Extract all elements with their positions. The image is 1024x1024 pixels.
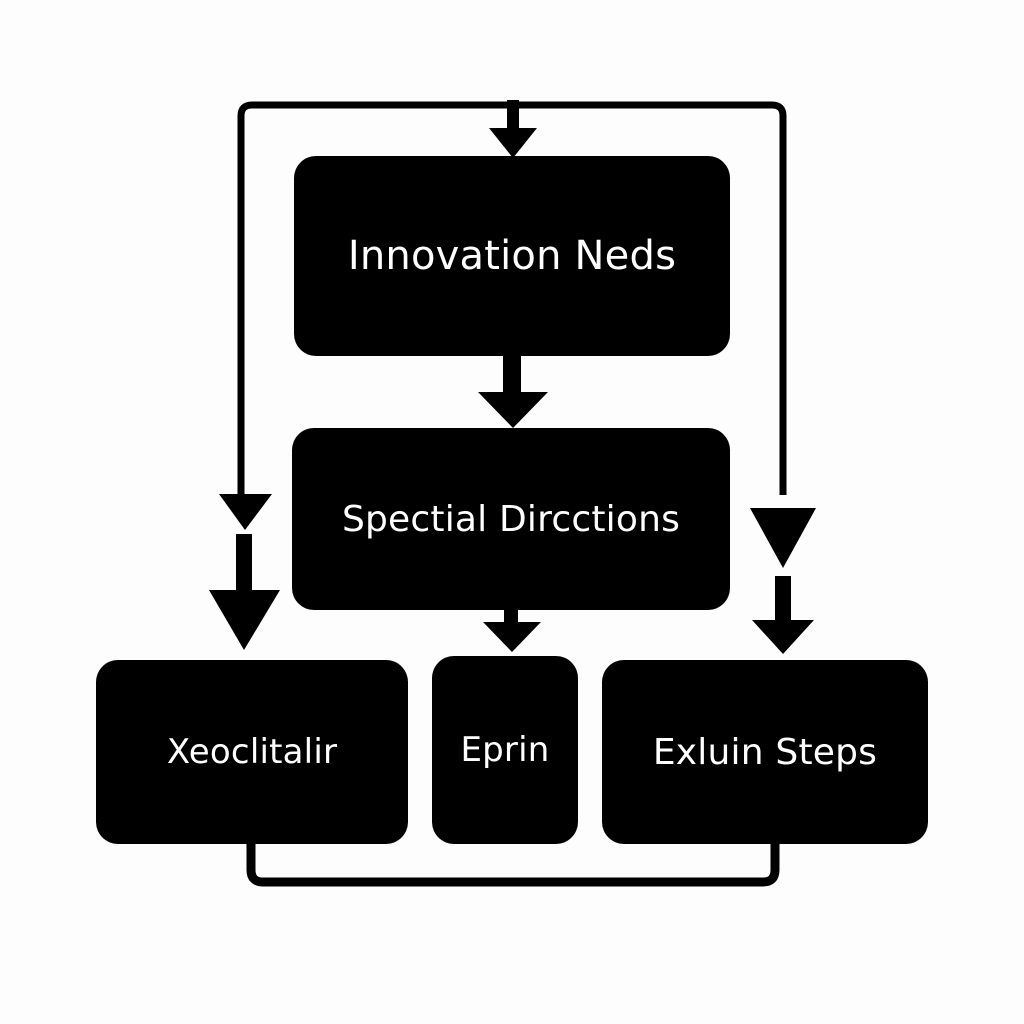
arrow-head-innovation-special: [478, 392, 548, 428]
node-innovation-neds: Innovation Neds: [294, 156, 730, 356]
bottom-connector: [246, 840, 780, 887]
node-xeoclitalir: Xeoclitalir: [96, 660, 408, 844]
arrow-head-left-upper: [219, 494, 272, 530]
arrow-shaft-left: [236, 534, 252, 594]
arrow-head-left-lower: [209, 590, 280, 650]
arrow-head-special-middle: [483, 622, 541, 652]
arrow-head-right-lower: [752, 620, 814, 654]
arrow-shaft-right: [775, 576, 791, 626]
node-label: Spectial Dircctions: [341, 498, 681, 540]
node-exluin-steps: Exluin Steps: [602, 660, 928, 844]
node-eprin: Eprin: [432, 656, 578, 844]
arrow-head-top: [489, 128, 537, 158]
arrow-shaft-innovation-special: [503, 354, 521, 396]
node-label: Exluin Steps: [652, 731, 878, 773]
arrow-shaft-top: [507, 100, 519, 132]
arrow-head-right-upper: [750, 508, 816, 568]
node-label: Eprin: [460, 730, 550, 770]
node-label: Xeoclitalir: [166, 732, 338, 772]
node-spectial-dircctions: Spectial Dircctions: [292, 428, 730, 610]
node-label: Innovation Neds: [347, 233, 677, 279]
